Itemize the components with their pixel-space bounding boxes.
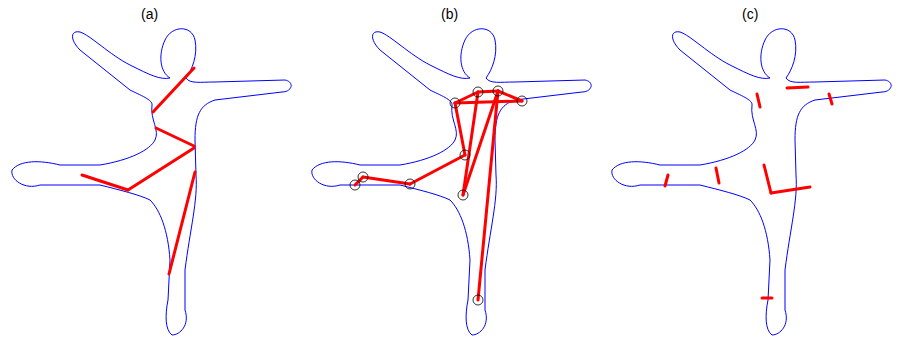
human-outline [312, 29, 591, 335]
cut-lines-a [82, 68, 195, 274]
graph-lines-b [355, 91, 522, 300]
panel-label: (b) [441, 6, 458, 22]
graph-vertices-b [350, 86, 527, 305]
cut-lines-c [665, 87, 832, 298]
panel-label: (a) [141, 6, 158, 22]
human-outline [612, 29, 891, 335]
human-outline [12, 29, 291, 335]
panel-label: (c) [742, 6, 758, 22]
